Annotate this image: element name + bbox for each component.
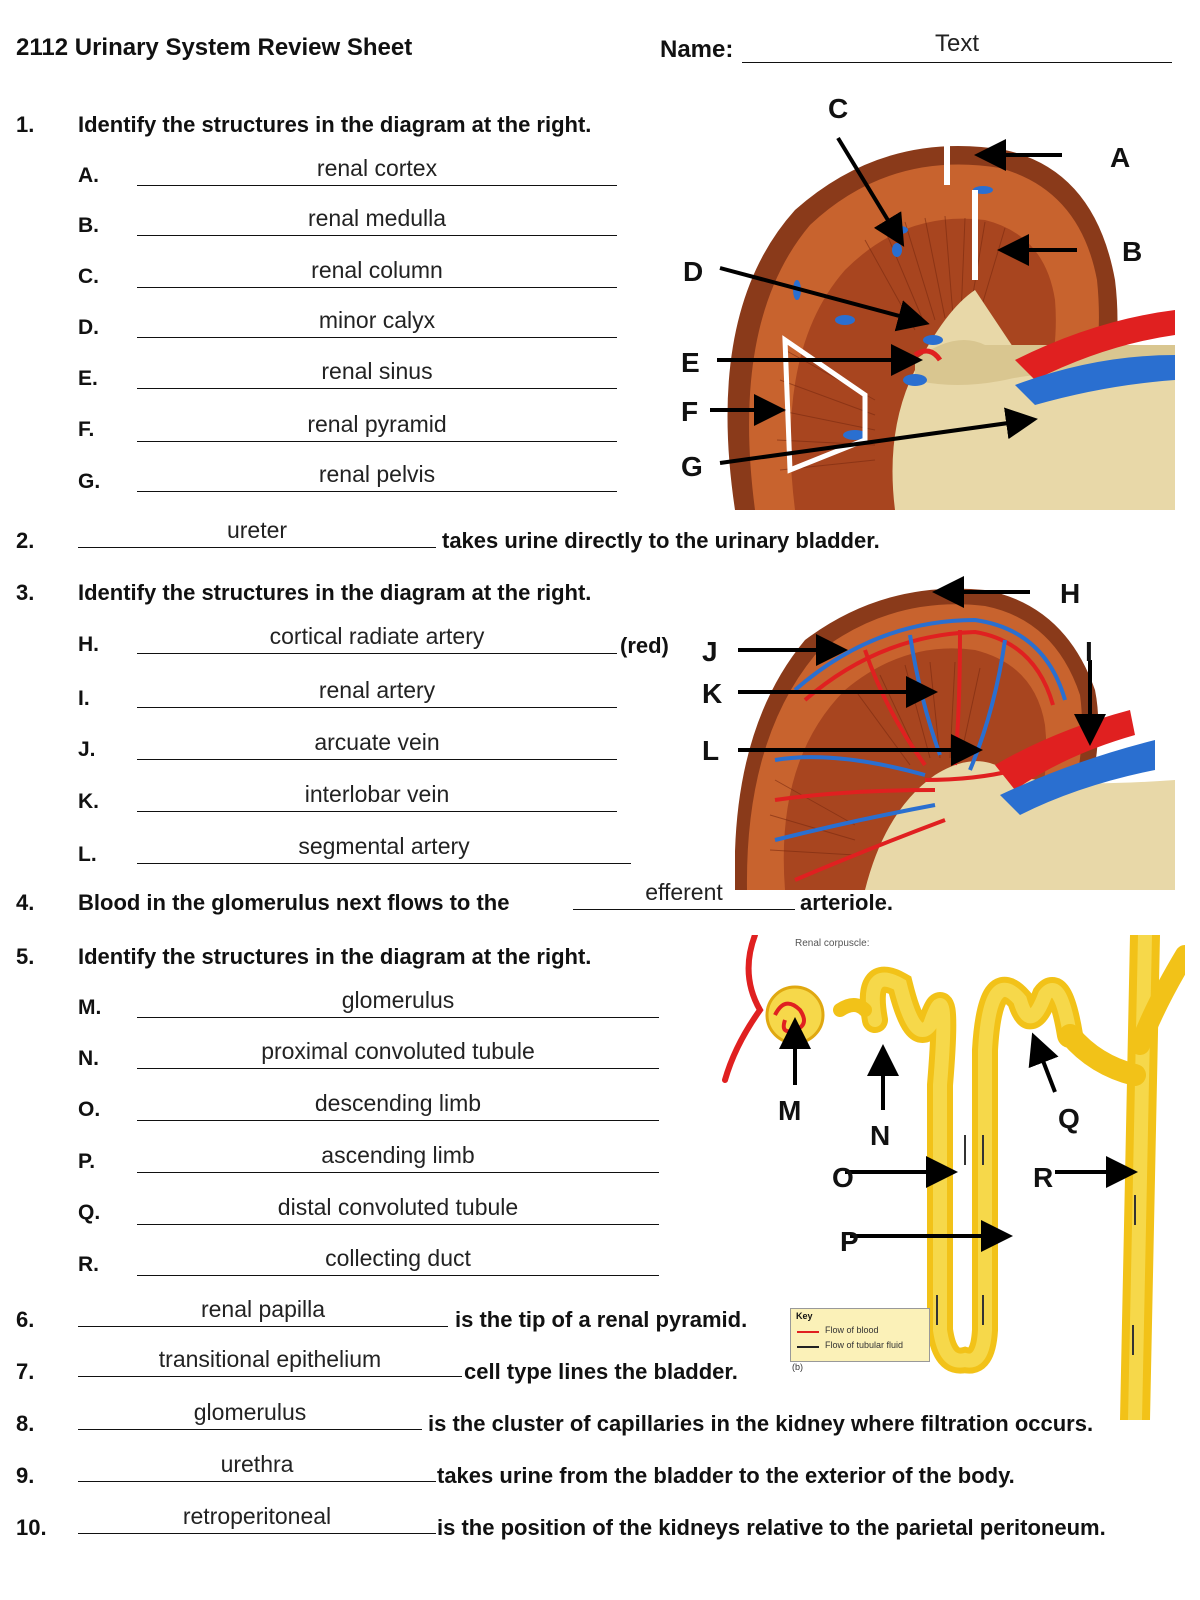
page-title: 2112 Urinary System Review Sheet [16, 34, 413, 61]
q8-number: 8. [16, 1411, 35, 1436]
q1-answer-c[interactable]: renal column [137, 257, 617, 288]
label-l: L [702, 735, 720, 766]
label-b: B [1122, 236, 1143, 267]
q3-letter-l: L. [78, 843, 97, 866]
q2-answer[interactable]: ureter [78, 517, 436, 548]
q1-prompt: Identify the structures in the diagram a… [78, 112, 592, 137]
q3-prompt: Identify the structures in the diagram a… [78, 580, 592, 605]
q1-answer-b[interactable]: renal medulla [137, 205, 617, 236]
label-i: I [1085, 636, 1093, 667]
q7-answer[interactable]: transitional epithelium [78, 1346, 462, 1377]
kidney-vessel-arrows [738, 576, 1106, 766]
name-line [742, 62, 1172, 63]
q9-answer[interactable]: urethra [78, 1451, 436, 1482]
label-r: R [1033, 1162, 1054, 1193]
name-label: Name: [660, 36, 734, 63]
q7-text: cell type lines the bladder. [464, 1359, 738, 1384]
q3-answer-i[interactable]: renal artery [137, 677, 617, 708]
key-title: Key [796, 1311, 813, 1321]
q1-letter-d: D. [78, 316, 99, 339]
nephron-diagram [722, 935, 1185, 1420]
label-c: C [828, 93, 849, 124]
figure-caption: Renal corpuscle: [795, 938, 870, 949]
q6-text: is the tip of a renal pyramid. [455, 1307, 748, 1332]
q10-answer[interactable]: retroperitoneal [78, 1503, 436, 1534]
q1-letter-a: A. [78, 164, 99, 187]
q5-answer-p[interactable]: ascending limb [137, 1142, 659, 1173]
q1-answer-a[interactable]: renal cortex [137, 155, 617, 186]
label-q: Q [1058, 1103, 1080, 1134]
q3-letter-k: K. [78, 790, 99, 813]
q1-answer-d[interactable]: minor calyx [137, 307, 617, 338]
q1-letter-e: E. [78, 367, 98, 390]
key-blood-swatch [797, 1331, 819, 1333]
q10-text: is the position of the kidneys relative … [437, 1515, 1106, 1540]
q5-prompt: Identify the structures in the diagram a… [78, 944, 592, 969]
q5-answer-o[interactable]: descending limb [137, 1090, 659, 1121]
q5-letter-m: M. [78, 996, 102, 1019]
q5-letter-o: O. [78, 1098, 101, 1121]
label-n: N [870, 1120, 891, 1151]
q5-answer-r[interactable]: collecting duct [137, 1245, 659, 1276]
q3-suffix-h: (red) [620, 633, 669, 658]
q4-answer[interactable]: efferent [573, 879, 795, 910]
key-box: Key Flow of blood Flow of tubular fluid [790, 1308, 930, 1362]
q7-number: 7. [16, 1359, 35, 1384]
label-p: P [840, 1226, 859, 1257]
figure-panel-label: (b) [792, 1362, 803, 1372]
kidney-section-arrows [710, 136, 1077, 465]
q3-answer-h[interactable]: cortical radiate artery [137, 623, 617, 654]
q4-text-after: arteriole. [800, 890, 893, 915]
q5-answer-n[interactable]: proximal convoluted tubule [137, 1038, 659, 1069]
q8-answer[interactable]: glomerulus [78, 1399, 422, 1430]
q3-letter-j: J. [78, 738, 96, 761]
q1-letter-f: F. [78, 418, 95, 441]
q1-answer-f[interactable]: renal pyramid [137, 411, 617, 442]
q6-answer[interactable]: renal papilla [78, 1296, 448, 1327]
q9-text: takes urine from the bladder to the exte… [437, 1463, 1015, 1488]
q5-letter-p: P. [78, 1150, 96, 1173]
q5-number: 5. [16, 944, 35, 969]
key-blood-label: Flow of blood [825, 1325, 879, 1335]
q9-number: 9. [16, 1463, 35, 1488]
label-m: M [778, 1095, 802, 1126]
q1-letter-c: C. [78, 265, 99, 288]
label-f: F [681, 396, 699, 427]
label-h: H [1060, 578, 1081, 609]
q5-answer-m[interactable]: glomerulus [137, 987, 659, 1018]
q4-number: 4. [16, 890, 35, 915]
q1-answer-g[interactable]: renal pelvis [137, 461, 617, 492]
q1-number: 1. [16, 112, 35, 137]
nephron-arrows [779, 1017, 1138, 1252]
label-o: O [832, 1162, 854, 1193]
q8-text: is the cluster of capillaries in the kid… [428, 1411, 1094, 1436]
name-field[interactable]: Text [934, 30, 979, 57]
label-j: J [702, 636, 718, 667]
key-fluid-label: Flow of tubular fluid [825, 1340, 904, 1350]
label-g: G [681, 451, 703, 482]
q2-text: takes urine directly to the urinary blad… [442, 528, 880, 553]
label-d: D [683, 256, 704, 287]
q2-number: 2. [16, 528, 35, 553]
q1-letter-b: B. [78, 214, 99, 237]
q1-letter-g: G. [78, 470, 101, 493]
q5-letter-r: R. [78, 1253, 99, 1276]
q1-answer-e[interactable]: renal sinus [137, 358, 617, 389]
q3-answer-j[interactable]: arcuate vein [137, 729, 617, 760]
q6-number: 6. [16, 1307, 35, 1332]
label-k: K [702, 678, 723, 709]
label-e: E [681, 347, 700, 378]
q5-letter-q: Q. [78, 1201, 101, 1224]
q3-answer-k[interactable]: interlobar vein [137, 781, 617, 812]
q5-answer-q[interactable]: distal convoluted tubule [137, 1194, 659, 1225]
q3-letter-i: I. [78, 687, 90, 710]
q4-text-before: Blood in the glomerulus next flows to th… [78, 890, 510, 915]
q3-number: 3. [16, 580, 35, 605]
key-fluid-swatch [797, 1346, 819, 1348]
q10-number: 10. [16, 1515, 47, 1540]
q3-answer-l[interactable]: segmental artery [137, 833, 631, 864]
label-a: A [1110, 142, 1131, 173]
q3-letter-h: H. [78, 633, 99, 656]
q5-letter-n: N. [78, 1047, 99, 1070]
